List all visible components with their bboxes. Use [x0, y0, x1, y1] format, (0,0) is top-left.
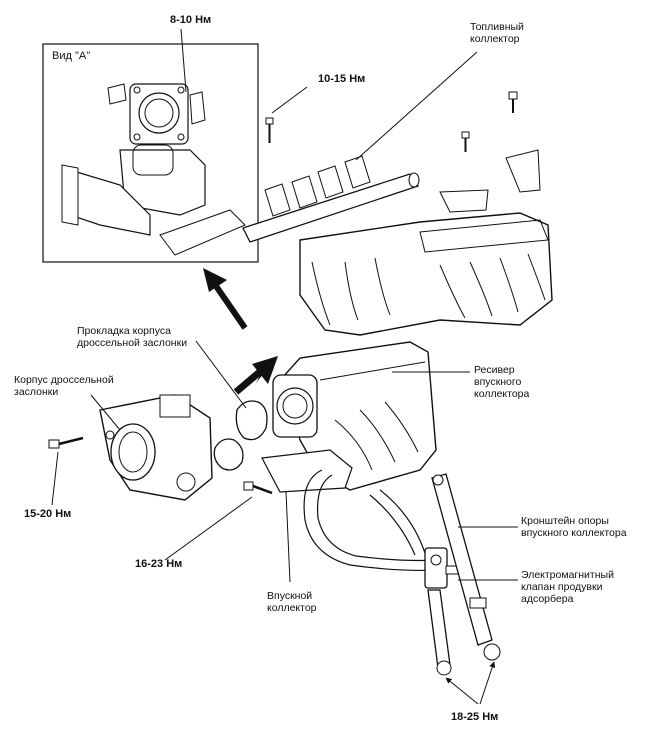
fuel-rail	[242, 149, 541, 243]
purge-valve-label: Электромагнитный клапан продувки адсорбе…	[521, 569, 614, 605]
direction-arrows	[203, 268, 278, 395]
intake-manifold-label: Впускной коллектор	[267, 590, 317, 614]
fuel-rail-label: Топливный коллектор	[470, 21, 524, 45]
bracket-bolts-torque: 18-25 Нм	[451, 711, 499, 723]
throttle-body-label: Корпус дроссельной заслонки	[14, 374, 114, 398]
throttle-body	[99, 394, 213, 501]
plenum-label: Ресивер впускного коллектора	[474, 364, 530, 400]
throttle-bolt-torque: 15-20 Нм	[24, 508, 72, 520]
gaskets	[213, 400, 268, 471]
upper-plenum	[299, 212, 553, 336]
purge-valve	[424, 547, 465, 589]
purge-hose	[303, 469, 441, 572]
inset-view-a	[42, 43, 259, 263]
bolts	[48, 91, 518, 495]
leader-lines	[51, 28, 518, 705]
manifold-bracket-label: Кронштейн опоры впускного коллектора	[521, 515, 627, 539]
inset-bolt-torque: 8-10 Нм	[170, 14, 212, 26]
throttle-gasket-label: Прокладка корпуса дроссельной заслонки	[77, 325, 188, 349]
manifold-brackets	[427, 473, 501, 676]
lower-manifold	[261, 341, 437, 493]
manifold-bolt-torque: 16-23 Нм	[135, 558, 183, 570]
fuel-rail-bolt-torque: 10-15 Нм	[318, 73, 366, 85]
inset-title: Вид "A"	[52, 50, 91, 62]
